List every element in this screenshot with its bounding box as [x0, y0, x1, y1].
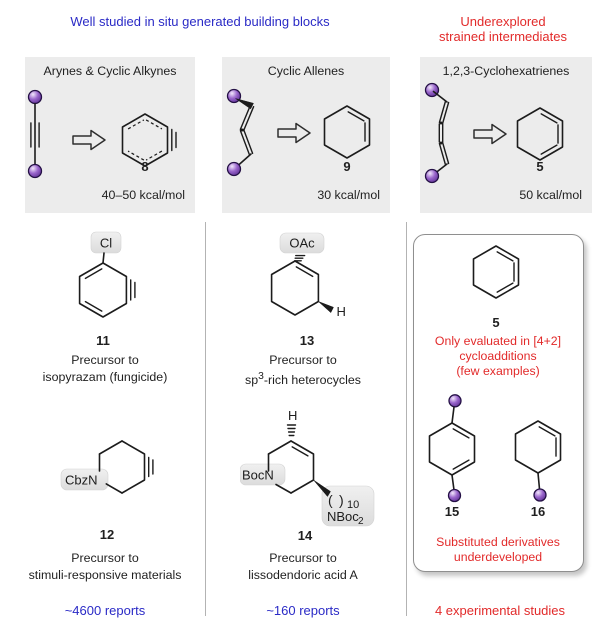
chain-highlight — [321, 485, 375, 527]
oac-highlight — [279, 232, 325, 254]
compound-number-16: 16 — [530, 504, 546, 519]
cbzn-highlight — [60, 468, 109, 491]
purple-ball-icon — [424, 168, 440, 184]
compound-13-structure: OAc H — [270, 232, 346, 319]
bocn-highlight — [240, 463, 286, 486]
nboc2-subscript: 2 — [358, 516, 364, 527]
caption-line: -rich heterocycles — [263, 372, 361, 387]
compound-number-5-top: 5 — [536, 159, 544, 174]
compound-number-11: 11 — [96, 333, 110, 348]
cl-highlight — [90, 231, 122, 254]
chain-paren-close: ) — [339, 492, 344, 508]
compound-number-5: 5 — [492, 315, 500, 330]
column-divider — [205, 222, 206, 616]
compound-number-15: 15 — [444, 504, 460, 519]
derivatives-note: Substituted derivatives underdeveloped — [416, 535, 580, 565]
aryne-scheme-svg — [27, 89, 177, 179]
disubstituted-butatriene-structure — [424, 82, 450, 184]
cl-label: Cl — [100, 236, 112, 251]
caption-line: sp — [245, 372, 259, 387]
compound-5-structure — [472, 245, 520, 299]
strain-energy-9: 30 kcal/mol — [317, 188, 380, 202]
h-label: H — [288, 408, 297, 423]
compound-11-caption: Precursor to isopyrazam (fungicide) — [10, 352, 200, 385]
caption-line: lissodendoric acid A — [248, 567, 358, 582]
compound-number-12: 12 — [99, 527, 115, 542]
chain-repeat-count: 10 — [347, 499, 359, 511]
note-line: Substituted derivatives — [436, 535, 560, 549]
caption-superscript: 3 — [258, 370, 264, 382]
header-underexplored: Underexplored strained intermediates — [413, 14, 593, 44]
compound-16-structure — [514, 420, 562, 502]
caption-line: Precursor to — [269, 353, 337, 367]
nboc2-label: NBoc — [327, 509, 359, 524]
panel-cyclohexatrienes: 1,2,3-Cyclohexatrienes — [420, 57, 592, 213]
allene-scheme-svg — [226, 88, 371, 177]
caption-line: isopyrazam (fungicide) — [42, 369, 168, 384]
cyclohexatriene-structure — [516, 107, 564, 161]
compound-12-structure: CbzN — [60, 440, 154, 494]
cyclohexatriene-highlight-box — [413, 234, 584, 572]
column-divider — [406, 222, 407, 616]
purple-ball-icon — [447, 488, 462, 503]
oac-label: OAc — [289, 236, 315, 251]
compound-number-8: 8 — [141, 159, 149, 174]
header-well-studied: Well studied in situ generated building … — [70, 14, 330, 29]
disubstituted-allene-structure — [226, 88, 255, 177]
note-line: Only evaluated in [4+2] — [434, 334, 562, 348]
compound-14-caption: Precursor to lissodendoric acid A — [213, 550, 393, 583]
reports-count-arynes: ~4600 reports — [64, 603, 146, 618]
compound-13-caption: Precursor to sp3-rich heterocycles — [213, 352, 393, 388]
caption-line: Precursor to — [269, 551, 337, 565]
disubstituted-alkyne-structure — [27, 89, 43, 179]
note-line: cycloadditions — [459, 349, 537, 363]
purple-ball-icon — [27, 163, 43, 179]
caption-line: stimuli-responsive materials — [28, 567, 182, 582]
open-arrow-icon — [473, 123, 507, 145]
compound-number-13: 13 — [299, 333, 315, 348]
cyclohexatriene-scheme-svg — [424, 82, 564, 184]
cbzn-label: CbzN — [65, 473, 98, 488]
note-line: underdeveloped — [453, 550, 543, 564]
open-arrow-icon — [72, 129, 106, 151]
caption-line: Precursor to — [71, 353, 139, 367]
bocn-label: BocN — [242, 468, 274, 483]
panel-cyclohexatrienes-title: 1,2,3-Cyclohexatrienes — [442, 64, 570, 78]
h-label: H — [337, 304, 346, 319]
panel-cyclic-allenes: Cyclic Allenes 9 30 kcal/mol — [222, 57, 390, 213]
purple-ball-icon — [448, 394, 462, 408]
caption-line: Precursor to — [71, 551, 139, 565]
cyclic-allene-structure — [323, 105, 371, 159]
header-underexplored-line1: Underexplored — [460, 14, 546, 29]
compound-number-9: 9 — [343, 159, 351, 174]
purple-ball-icon — [533, 488, 547, 502]
panel-arynes-title: Arynes & Cyclic Alkynes — [43, 64, 177, 78]
panel-arynes: Arynes & Cyclic Alkynes 8 40–50 kcal/mo — [25, 57, 195, 213]
header-underexplored-line2: strained intermediates — [439, 29, 567, 44]
cycloaddition-note: Only evaluated in [4+2] cycloadditions (… — [416, 334, 580, 379]
note-line: (few examples) — [456, 364, 540, 378]
compound-number-14: 14 — [297, 528, 313, 543]
purple-ball-icon — [226, 161, 242, 177]
chain-paren-open: ( — [328, 492, 333, 508]
compound-14-structure: H BocN ( ) 10 NBoc 2 — [240, 408, 375, 527]
reports-count-allenes: ~160 reports — [266, 603, 340, 618]
benzyne-structure — [121, 113, 177, 167]
purple-ball-icon — [27, 89, 43, 105]
open-arrow-icon — [277, 122, 311, 144]
compound-12-caption: Precursor to stimuli-responsive material… — [8, 550, 202, 583]
compound-15-structure — [428, 394, 476, 503]
strain-energy-5: 50 kcal/mol — [519, 188, 582, 202]
panel-cyclic-allenes-title: Cyclic Allenes — [267, 64, 345, 78]
strain-energy-8: 40–50 kcal/mol — [101, 188, 185, 202]
studies-count-cyclohexatrienes: 4 experimental studies — [434, 603, 566, 618]
compound-11-structure: Cl — [78, 231, 136, 318]
